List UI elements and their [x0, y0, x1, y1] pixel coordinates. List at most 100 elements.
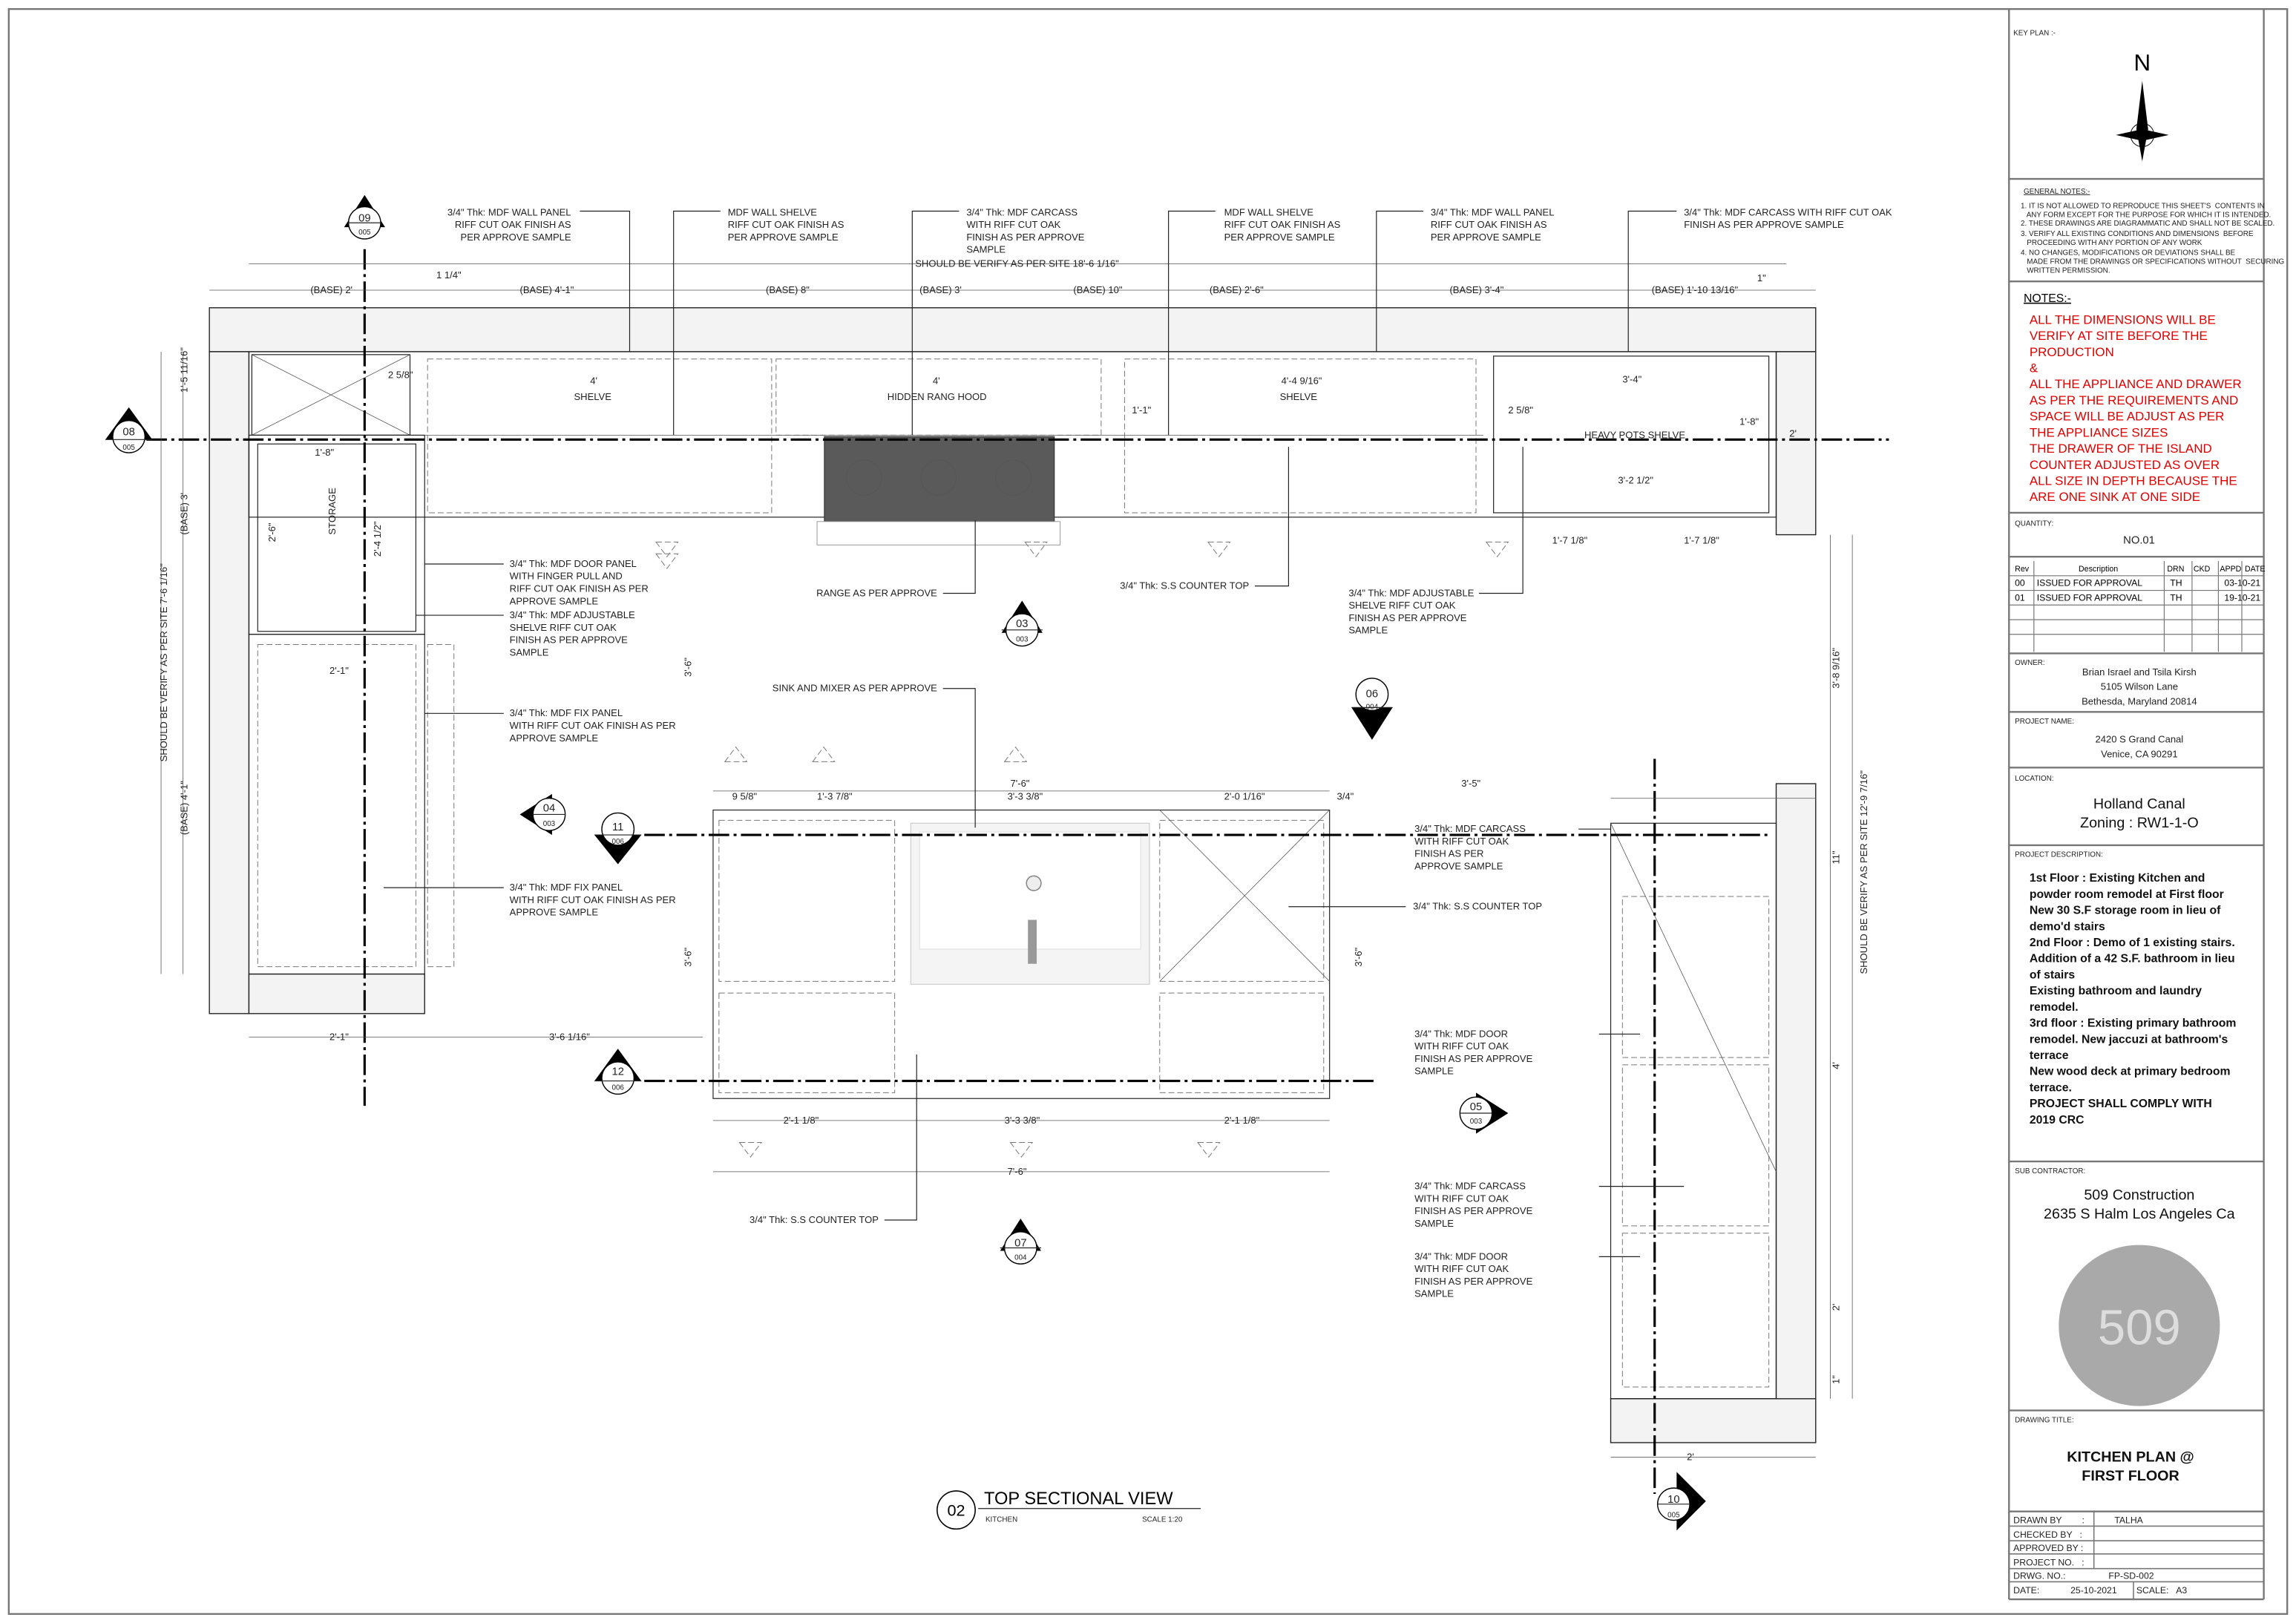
svg-text:Holland Canal: Holland Canal	[2093, 796, 2185, 813]
svg-text:ALL SIZE IN DEPTH BECAUSE THE: ALL SIZE IN DEPTH BECAUSE THE	[2030, 473, 2237, 488]
dim: 3'-6"	[682, 658, 693, 677]
dim: 3'-2 1/2"	[1618, 475, 1653, 486]
svg-text:PROJECT NO. :: PROJECT NO. :	[2013, 1558, 2085, 1568]
subcontractor-label: SUB CONTRACTOR:	[2015, 1167, 2085, 1176]
svg-text:terrace.: terrace.	[2030, 1081, 2072, 1094]
project-description: 1st Floor : Existing Kitchen and powder …	[2030, 872, 2237, 1127]
dim: (BASE) 3'	[179, 493, 190, 535]
dim: SHOULD BE VERIFY AS PER SITE 7'-6 1/16"	[158, 563, 169, 762]
company-logo: 509	[2059, 1245, 2220, 1406]
svg-text:3rd floor : Existing primary b: 3rd floor : Existing primary bathroom	[2030, 1017, 2237, 1030]
svg-text:remodel.: remodel.	[2030, 1001, 2079, 1014]
section-marker-12[interactable]: 12 006	[594, 1049, 642, 1095]
svg-text:New wood deck at primary bedro: New wood deck at primary bedroom	[2030, 1066, 2231, 1078]
dim: 1'-8"	[1739, 416, 1759, 427]
label-storage: STORAGE	[327, 488, 338, 535]
location: Holland Canal Zoning : RW1-1-O	[2080, 796, 2199, 832]
project-name-label: PROJECT NAME:	[2015, 718, 2074, 726]
dim: 2'-6"	[266, 522, 278, 542]
view-subtitle: KITCHEN	[985, 1516, 1017, 1524]
section-marker-05[interactable]: 05 003	[1459, 1092, 1509, 1134]
faucet	[1028, 919, 1037, 964]
peninsula	[1610, 822, 1777, 1400]
dim: 2'	[1687, 1452, 1694, 1463]
svg-text:12: 12	[611, 1066, 623, 1078]
dim: 4'	[590, 375, 597, 386]
callout: 3/4" Thk: MDF WALL PANEL	[447, 206, 571, 217]
dim: SHOULD BE VERIFY AS PER SITE 12'-9 7/16"	[1858, 770, 1869, 974]
dim: 4'	[933, 375, 940, 386]
key-plan-label: KEY PLAN :-	[2013, 30, 2056, 38]
svg-text:remodel. New jaccuzi at bathro: remodel. New jaccuzi at bathroom's	[2030, 1033, 2228, 1046]
wall-right	[1775, 351, 1817, 536]
callout: 3/4" Thk: MDF FIX PANEL	[510, 707, 623, 718]
general-notes: 1. IT IS NOT ALLOWED TO REPRODUCE THIS S…	[2021, 203, 2284, 275]
callout: 3/4" Thk: MDF CARCASS	[1414, 823, 1526, 834]
svg-text:FP-SD-002: FP-SD-002	[2108, 1570, 2154, 1581]
svg-text:006: 006	[611, 1083, 624, 1092]
dim: 3'-5"	[1461, 778, 1480, 789]
callout-sink: SINK AND MIXER AS PER APPROVE	[773, 683, 937, 694]
svg-text:DRN: DRN	[2167, 565, 2184, 574]
svg-text:5105 Wilson Lane: 5105 Wilson Lane	[2101, 681, 2178, 692]
owner-label: OWNER:	[2015, 659, 2045, 667]
svg-text:2635 S Halm Los Angeles Ca: 2635 S Halm Los Angeles Ca	[2044, 1206, 2235, 1222]
svg-text:AS PER THE REQUIREMENTS AND: AS PER THE REQUIREMENTS AND	[2030, 393, 2238, 407]
callout: 3/4" Thk: MDF ADJUSTABLE	[510, 609, 635, 620]
svg-text:05: 05	[1470, 1101, 1482, 1113]
svg-text:DATE: DATE	[2245, 565, 2266, 574]
dim: 11"	[1830, 850, 1841, 865]
overall-dim: SHOULD BE VERIFY AS PER SITE 18'-6 1/16"	[915, 258, 1119, 269]
project-description-label: PROJECT DESCRIPTION:	[2015, 851, 2103, 859]
island	[712, 809, 1331, 1099]
svg-text:Brian Israel and Tsila Kirsh: Brian Israel and Tsila Kirsh	[2082, 666, 2197, 678]
dim: 3'-6"	[1353, 947, 1364, 966]
kitchen-plan	[146, 249, 1889, 1495]
svg-text:MADE FROM THE DRAWINGS OR SPEC: MADE FROM THE DRAWINGS OR SPECIFICATIONS…	[2021, 258, 2284, 266]
svg-text:ALL THE DIMENSIONS WILL BE: ALL THE DIMENSIONS WILL BE	[2030, 312, 2216, 327]
dim: 4'	[1830, 1062, 1841, 1069]
svg-text:2nd Floor : Demo of 1 existing: 2nd Floor : Demo of 1 existing stairs.	[2030, 937, 2235, 949]
general-notes-title: GENERAL NOTES:-	[2024, 188, 2090, 196]
svg-text:004: 004	[1366, 703, 1379, 711]
dim: 9 5/8"	[732, 791, 758, 802]
svg-text:005: 005	[1667, 1512, 1680, 1520]
callout-range: RANGE AS PER APPROVE	[816, 587, 937, 598]
svg-text:Bethesda, Maryland 20814: Bethesda, Maryland 20814	[2082, 695, 2197, 706]
svg-text:003: 003	[1470, 1118, 1483, 1126]
callout-island-counter: 3/4" Thk: S.S COUNTER TOP	[1413, 901, 1542, 912]
dim: 2'-1 1/8"	[784, 1115, 819, 1126]
dim: 1'-7 1/8"	[1684, 534, 1719, 545]
view-title: 02 TOP SECTIONAL VIEW KITCHEN SCALE 1:20	[937, 1489, 1201, 1530]
svg-text:COUNTER ADJUSTED AS OVER: COUNTER ADJUSTED AS OVER	[2030, 458, 2220, 472]
svg-text:509 Construction: 509 Construction	[2084, 1187, 2194, 1203]
dim: 3'-3 3/8"	[1008, 791, 1043, 802]
revision-table: Rev Description DRN CKD APPD DATE 00 ISS…	[2009, 561, 2266, 652]
svg-text:TH: TH	[2170, 578, 2182, 588]
north-arrow-icon: N	[2116, 49, 2169, 162]
svg-text:Venice, CA 90291: Venice, CA 90291	[2101, 748, 2177, 759]
dim: 3'-6 1/16"	[549, 1031, 590, 1042]
svg-text:A3: A3	[2176, 1585, 2187, 1596]
dim: 1"	[1830, 1375, 1841, 1384]
red-notes: ALL THE DIMENSIONS WILL BE VERIFY AT SIT…	[2030, 312, 2242, 504]
svg-text:1st Floor : Existing Kitchen a: 1st Floor : Existing Kitchen and	[2030, 872, 2205, 885]
svg-text:3. VERIFY ALL EXISTING CONDITI: 3. VERIFY ALL EXISTING CONDITIONS AND DI…	[2021, 230, 2254, 238]
